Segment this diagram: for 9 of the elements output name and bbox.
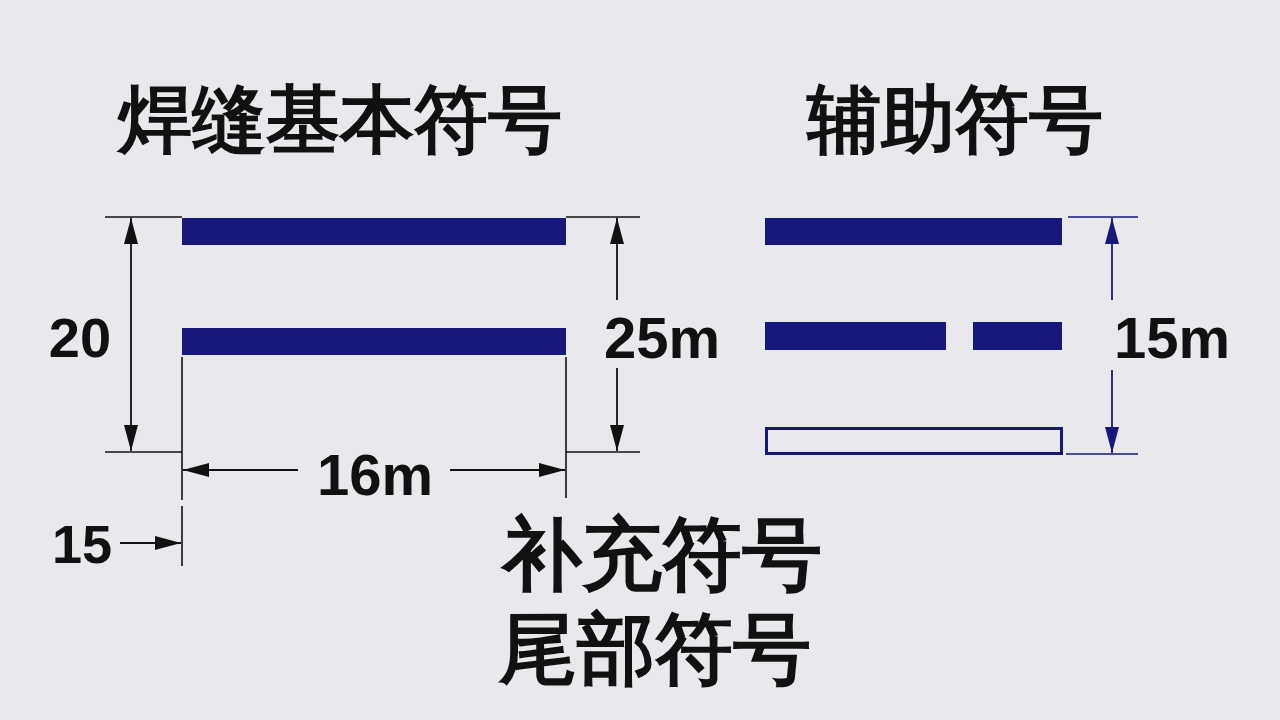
heading: 辅助符号 bbox=[807, 79, 1103, 161]
heading: 尾部符号 bbox=[499, 607, 811, 693]
heading: 焊缝基本符号 bbox=[118, 79, 562, 161]
dimension-label: 20 bbox=[48, 307, 112, 369]
dimension-label: 15m bbox=[1113, 306, 1231, 370]
heading: 补充符号 bbox=[502, 511, 822, 599]
dimension-label: 25m bbox=[603, 306, 721, 370]
dimension-label: 16m bbox=[316, 443, 434, 507]
dimension-label: 15 bbox=[51, 515, 113, 575]
